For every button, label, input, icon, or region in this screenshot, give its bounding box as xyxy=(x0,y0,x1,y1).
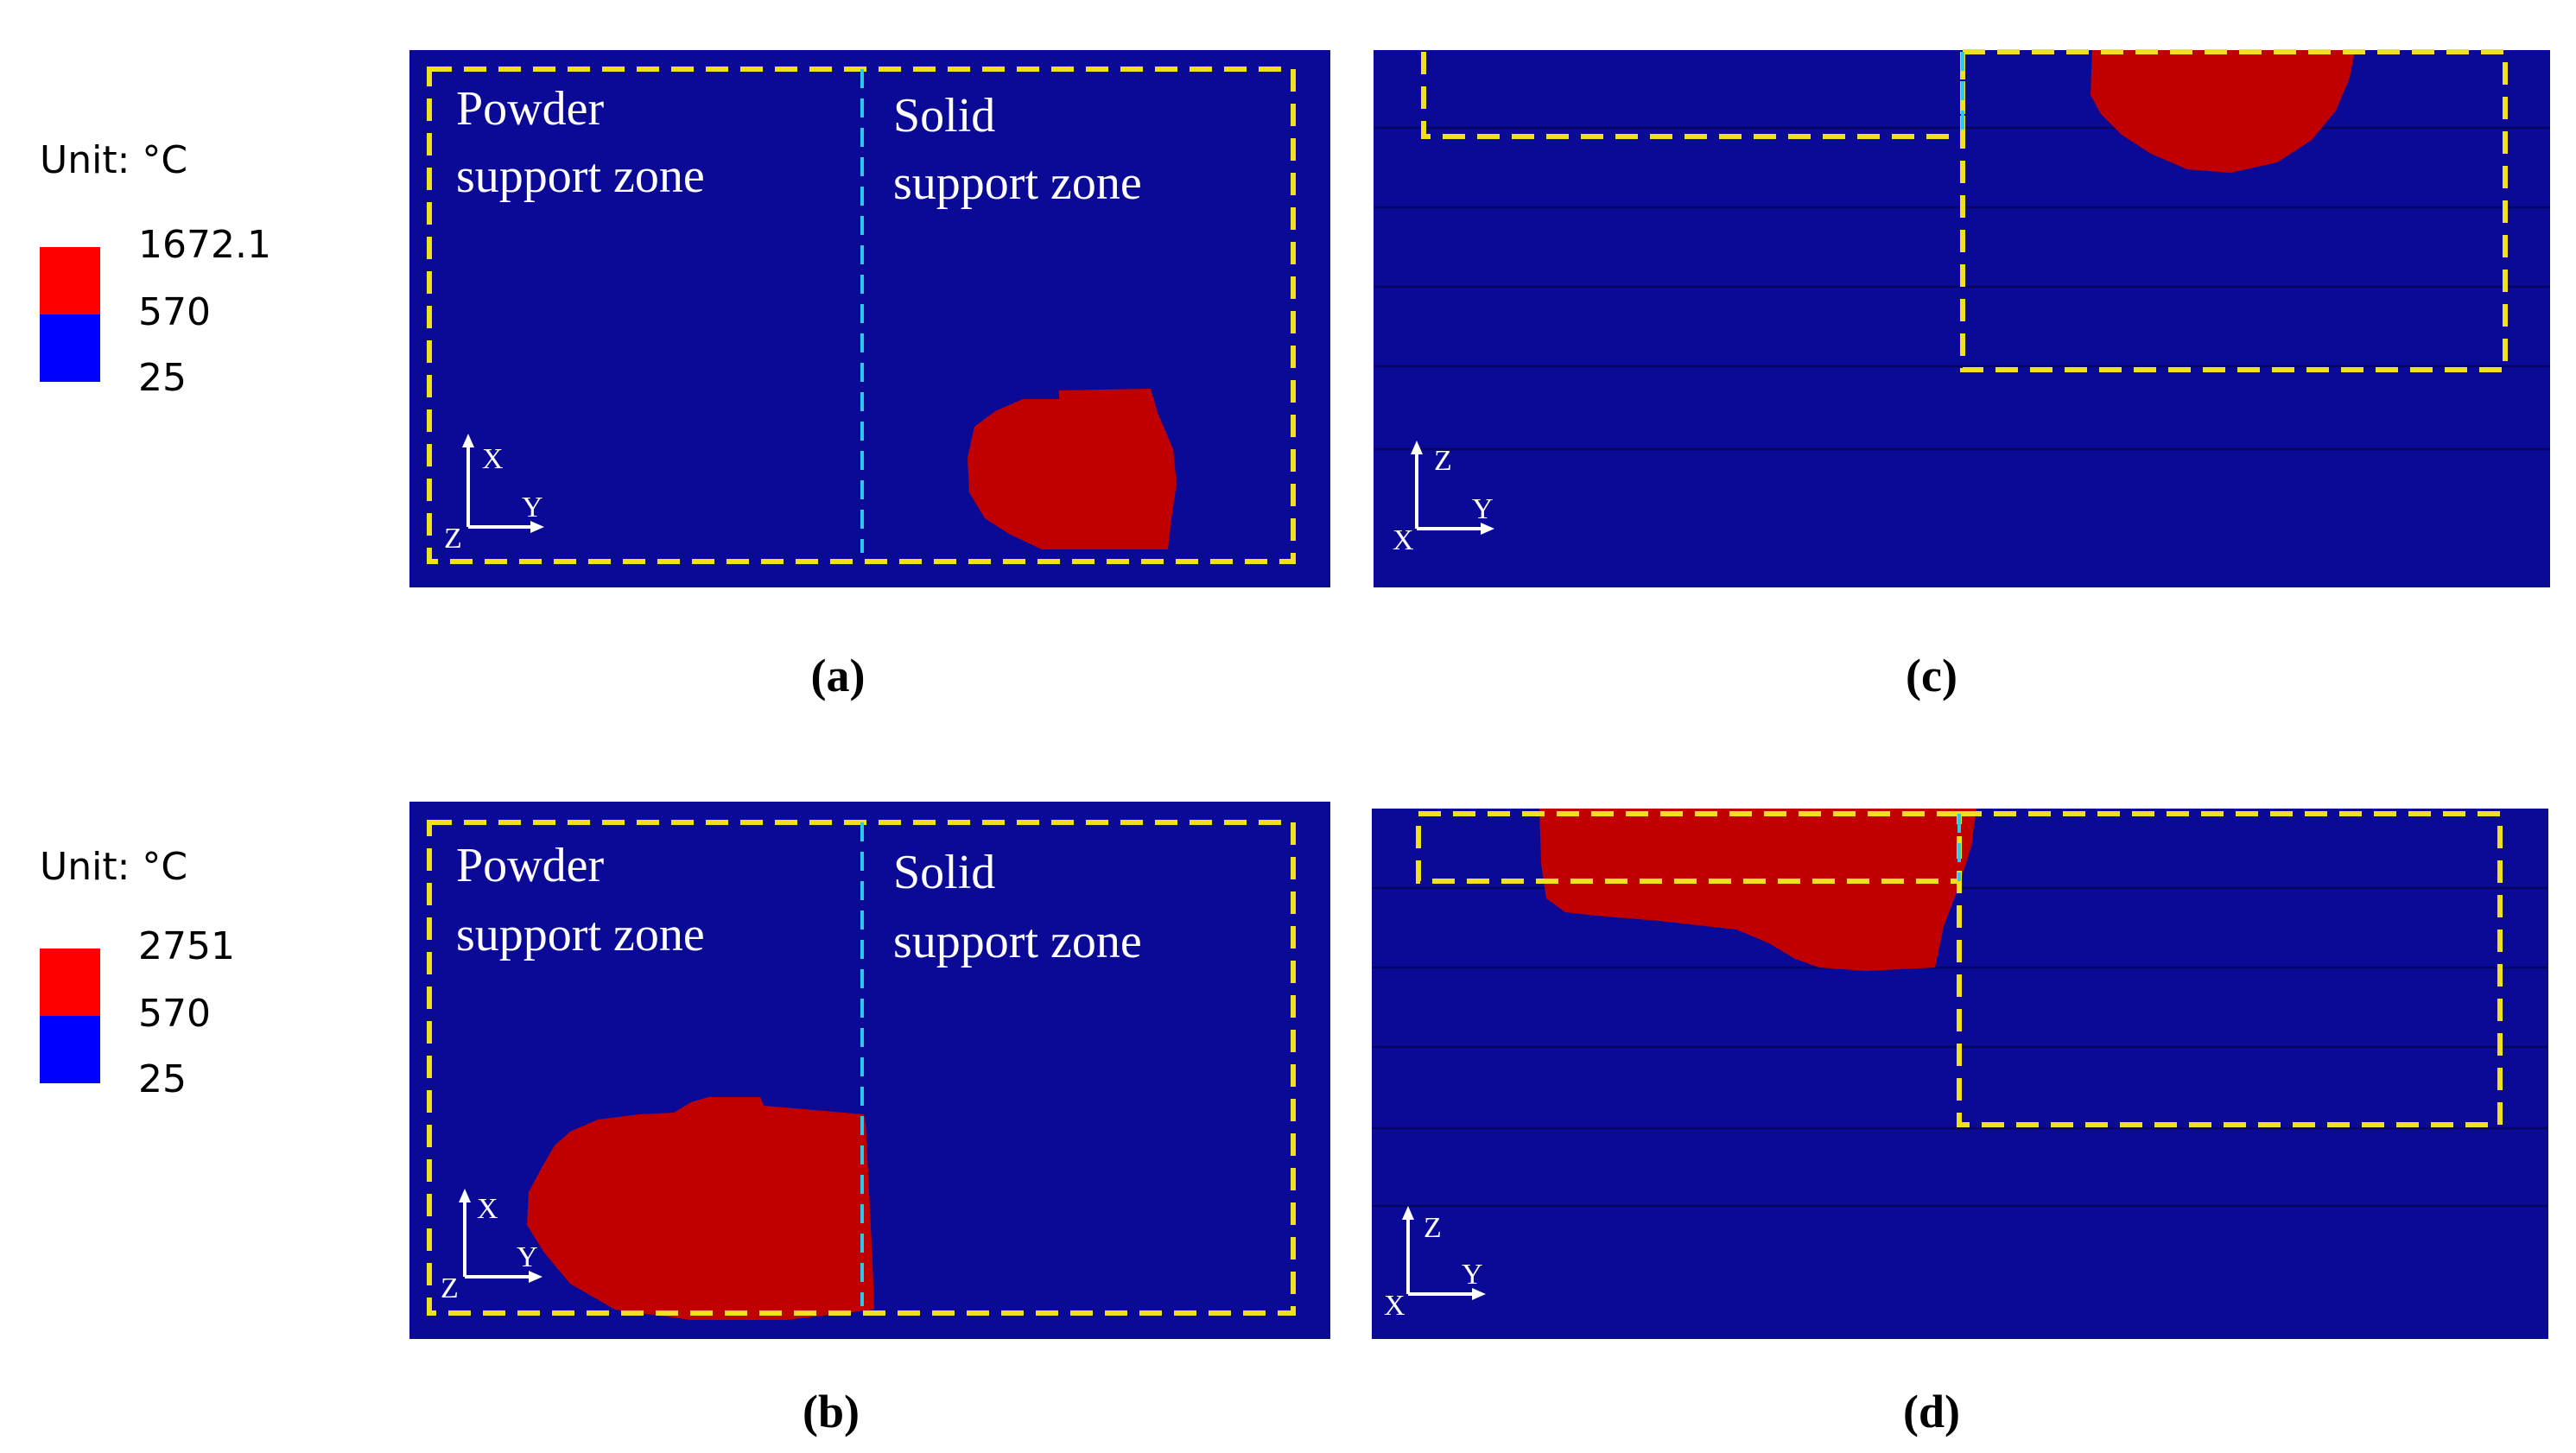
panel-b-left-zone-line1: Powder xyxy=(456,839,604,892)
panel-d-powder-zone-outline xyxy=(1416,811,1959,884)
panel-c-melt-pool xyxy=(2091,50,2355,173)
panel-c: Z Y X (c) xyxy=(1374,49,2550,701)
legend-bottom-red-swatch xyxy=(40,949,100,1016)
legend-bottom-blue-swatch xyxy=(40,1016,100,1083)
legend-top-red-swatch xyxy=(40,247,100,314)
panel-a-axis-right-label: Y xyxy=(522,492,543,523)
panel-d-axis-up-label: Z xyxy=(1424,1212,1442,1244)
panel-a-melt-pool xyxy=(968,389,1177,549)
panel-b-axis-out-label: Z xyxy=(441,1272,459,1304)
legend-bottom: Unit: °C 2751 570 25 xyxy=(40,845,235,1101)
panel-c-axis-out-label: X xyxy=(1393,524,1414,556)
panel-b-axis-triad: X Y Z xyxy=(441,1189,542,1304)
panel-b-axis-up-label: X xyxy=(477,1193,498,1225)
panel-d: Z Y X (d) xyxy=(1372,809,2548,1437)
panel-c-caption: (c) xyxy=(1906,650,1957,701)
panel-b-left-zone-line2: support zone xyxy=(456,908,705,961)
legend-top-min-label: 25 xyxy=(138,356,187,400)
legend-bottom-max-label: 2751 xyxy=(138,924,235,968)
panel-d-melt-pool xyxy=(1539,809,1976,971)
panel-a-axis-triad: X Y Z xyxy=(444,434,544,555)
legend-top-max-label: 1672.1 xyxy=(138,223,271,267)
panel-c-axis-right-label: Y xyxy=(1472,493,1494,525)
panel-a-left-zone-line2: support zone xyxy=(456,149,705,203)
panel-d-caption: (d) xyxy=(1903,1386,1960,1437)
panel-c-axis-triad: Z Y X xyxy=(1393,441,1494,556)
legend-top-unit: Unit: °C xyxy=(40,138,187,182)
panel-b-right-zone-line1: Solid xyxy=(893,846,995,899)
panel-b-right-zone-line2: support zone xyxy=(893,915,1142,968)
panel-a-axis-out-label: Z xyxy=(444,523,462,555)
panel-c-solid-zone-outline xyxy=(1960,49,2508,372)
panel-b: Powder support zone Solid support zone X… xyxy=(409,802,1330,1437)
legend-bottom-unit: Unit: °C xyxy=(40,845,187,889)
panel-a-right-zone-line1: Solid xyxy=(893,89,995,143)
legend-top: Unit: °C 1672.1 570 25 xyxy=(40,138,271,400)
panel-d-axis-right-label: Y xyxy=(1462,1259,1483,1291)
panel-b-axis-right-label: Y xyxy=(517,1241,538,1273)
legend-top-mid-label: 570 xyxy=(138,290,211,334)
panel-d-axis-triad: Z Y X xyxy=(1384,1206,1486,1322)
panel-b-caption: (b) xyxy=(803,1386,860,1437)
panel-d-solid-zone-outline xyxy=(1957,811,2503,1127)
legend-bottom-min-label: 25 xyxy=(138,1057,187,1101)
panel-a-caption: (a) xyxy=(811,650,866,701)
panel-c-axis-up-label: Z xyxy=(1434,445,1452,477)
panel-a-axis-up-label: X xyxy=(482,443,504,475)
legend-bottom-mid-label: 570 xyxy=(138,992,211,1036)
legend-top-blue-swatch xyxy=(40,314,100,382)
panel-a-background xyxy=(409,50,1330,587)
panel-a-left-zone-line1: Powder xyxy=(456,82,604,136)
panel-b-melt-pool xyxy=(527,1097,874,1320)
panel-d-axis-out-label: X xyxy=(1384,1290,1405,1322)
panel-a: Powder support zone Solid support zone X… xyxy=(409,50,1330,701)
panel-a-right-zone-line2: support zone xyxy=(893,156,1142,210)
